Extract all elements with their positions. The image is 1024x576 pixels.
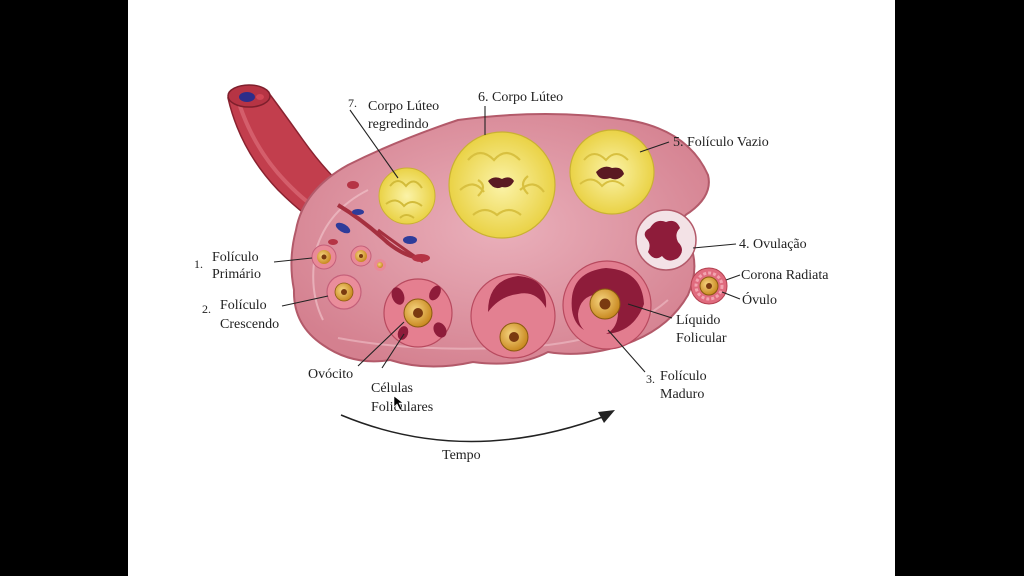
label-2-line1: Folículo xyxy=(220,298,267,313)
label-6: 6. Corpo Lúteo xyxy=(478,90,563,105)
leader-lines xyxy=(273,106,741,373)
corpus-luteum-regressing xyxy=(378,167,436,225)
label-ovocito: Ovócito xyxy=(308,367,353,382)
label-liquido-line2: Folicular xyxy=(676,331,727,346)
label-3-number: 3. xyxy=(646,372,655,386)
label-7-line2: regredindo xyxy=(368,117,429,132)
ovarian-cycle-diagram: 7. Corpo Lúteo regredindo 6. Corpo Lúteo… xyxy=(194,84,829,463)
released-ovum xyxy=(690,267,728,305)
growing-follicle xyxy=(326,274,362,310)
label-5: 5. Folículo Vazio xyxy=(673,135,769,150)
empty-follicle xyxy=(569,129,655,215)
mature-follicle xyxy=(562,260,652,350)
label-celulas-line1: Células xyxy=(371,381,413,396)
secondary-follicle xyxy=(383,278,453,348)
label-3-line2: Maduro xyxy=(660,387,704,402)
label-ovulo: Óvulo xyxy=(742,291,777,308)
label-1-line2: Primário xyxy=(212,267,261,282)
label-liquido-line1: Líquido xyxy=(676,313,720,328)
stromal-vessels xyxy=(328,181,430,264)
ovulation-follicle xyxy=(635,209,697,271)
label-2-line2: Crescendo xyxy=(220,317,279,332)
label-1-number: 1. xyxy=(194,257,203,271)
mouse-cursor-icon xyxy=(393,395,404,411)
label-celulas-line2: Foliculares xyxy=(371,400,433,415)
antral-follicle xyxy=(470,273,556,359)
label-7-line1: Corpo Lúteo xyxy=(368,99,439,114)
label-corona-radiata: Corona Radiata xyxy=(741,268,829,283)
slide-canvas: 7. Corpo Lúteo regredindo 6. Corpo Lúteo… xyxy=(128,0,895,576)
label-7-number: 7. xyxy=(348,96,357,110)
time-arrow xyxy=(340,410,615,443)
diagram-labels: 7. Corpo Lúteo regredindo 6. Corpo Lúteo… xyxy=(194,90,829,463)
label-tempo: Tempo xyxy=(442,448,481,463)
label-3-line1: Folículo xyxy=(660,369,707,384)
label-4: 4. Ovulação xyxy=(739,237,807,252)
primary-follicles xyxy=(311,244,386,271)
corpus-luteum xyxy=(448,131,556,239)
label-2-number: 2. xyxy=(202,302,211,316)
label-1-line1: Folículo xyxy=(212,250,259,265)
